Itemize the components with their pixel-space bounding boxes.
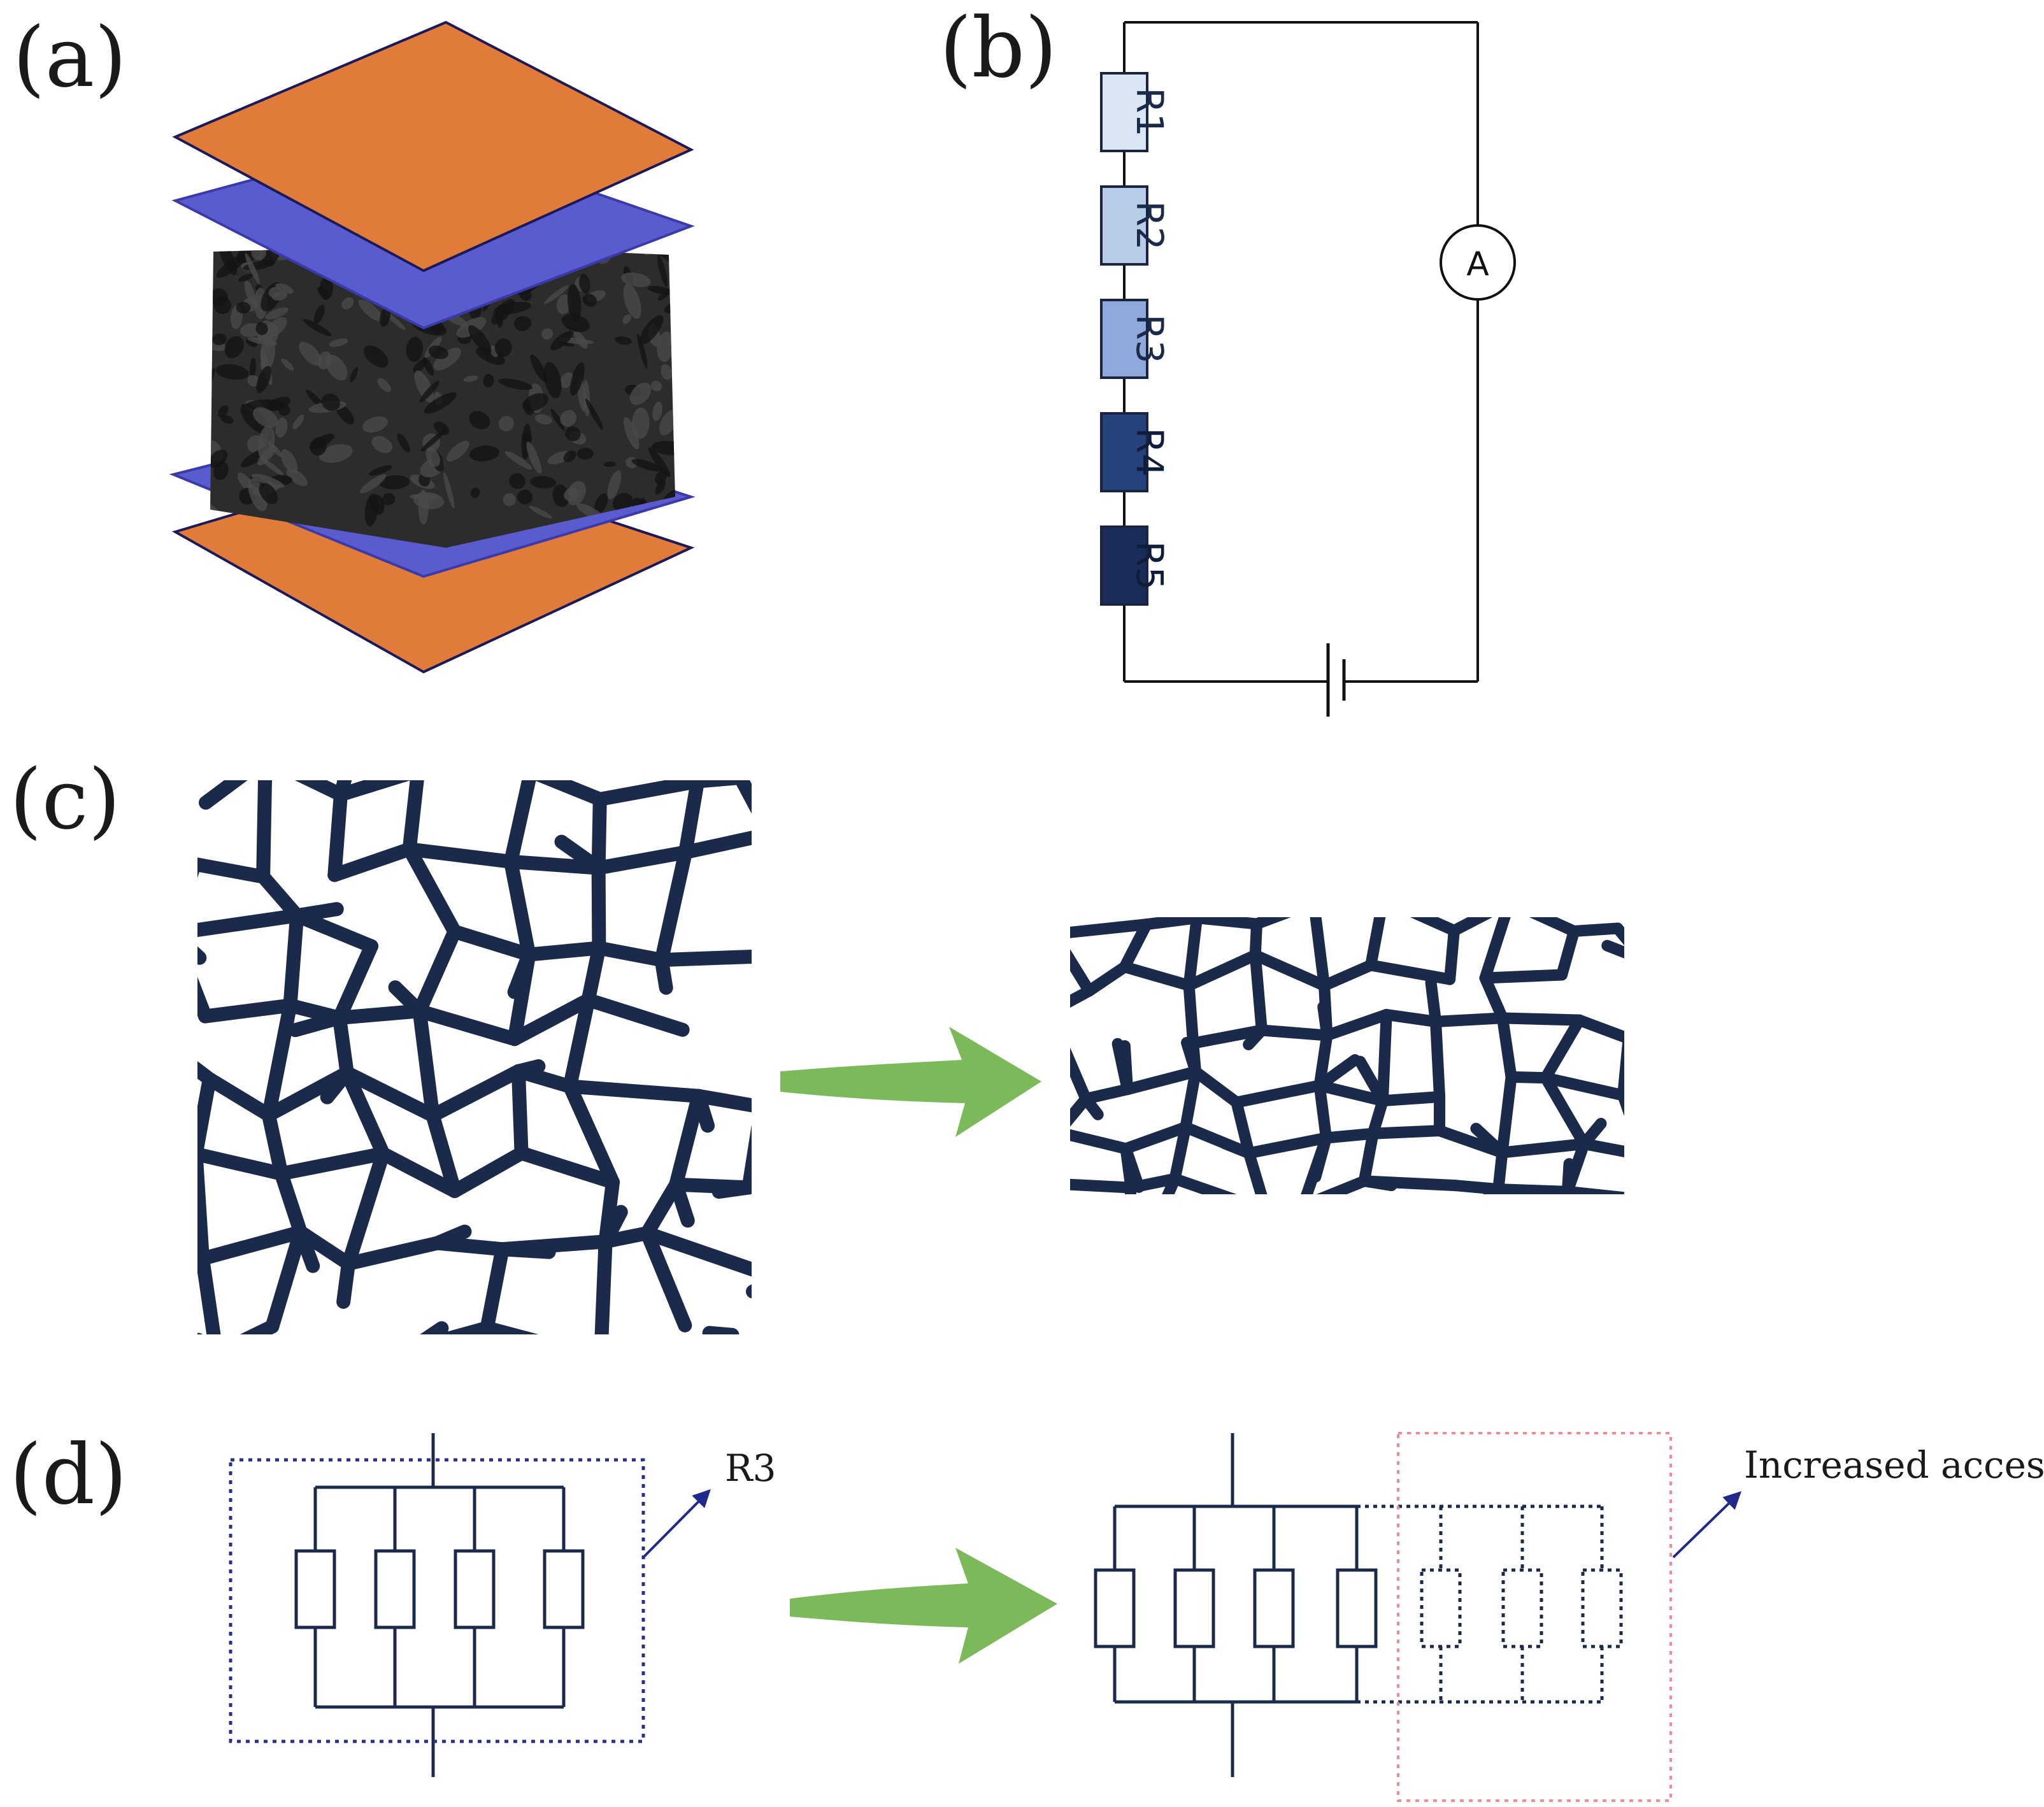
layer-stack xyxy=(169,20,696,674)
parallel-circuit-right xyxy=(1094,1433,1378,1777)
resistor-r3: R3 xyxy=(1100,299,1171,379)
ammeter: A xyxy=(1440,224,1516,301)
resistor-r1: R1 xyxy=(1100,72,1171,152)
resistor-r4: R4 xyxy=(1100,412,1171,492)
resistor-label: R4 xyxy=(1128,427,1171,476)
series-circuit xyxy=(1123,21,1479,683)
added-resistor-branch xyxy=(1420,1506,1462,1702)
r3-dotted-box xyxy=(229,1458,645,1743)
resistor-label: R2 xyxy=(1128,201,1171,250)
increased-access-box xyxy=(1397,1432,1672,1802)
top-electrode xyxy=(172,20,694,273)
resistor-r5: R5 xyxy=(1100,525,1171,606)
resistor-branch xyxy=(1094,1506,1136,1702)
panel-label-a: (a) xyxy=(13,9,127,106)
resistor-branch xyxy=(374,1487,416,1707)
resistor-branch xyxy=(543,1487,585,1707)
parallel-circuit-left xyxy=(294,1433,585,1777)
panel-label-b: (b) xyxy=(940,0,1057,96)
added-branches xyxy=(1357,1504,1623,1704)
compression-arrow xyxy=(780,1027,1041,1137)
increased-access-pointer-arrow xyxy=(1672,1491,1742,1559)
ammeter-label: A xyxy=(1466,245,1489,283)
added-resistor-branch xyxy=(1581,1506,1623,1702)
network-before xyxy=(197,780,752,1334)
battery-icon xyxy=(1326,643,1346,717)
resistor-label: R5 xyxy=(1128,541,1171,590)
transition-arrow xyxy=(790,1548,1057,1664)
resistor-label: R1 xyxy=(1128,87,1171,136)
panel-label-c: (c) xyxy=(10,751,120,848)
resistor-r2: R2 xyxy=(1100,185,1171,266)
panel-label-d: (d) xyxy=(10,1426,127,1523)
r3-annotation: R3 xyxy=(725,1446,776,1490)
resistor-branch xyxy=(1173,1506,1215,1702)
r3-pointer-arrow xyxy=(642,1489,711,1559)
added-resistor-branch xyxy=(1501,1506,1543,1702)
resistor-branch xyxy=(454,1487,496,1707)
resistor-label: R3 xyxy=(1128,314,1171,363)
network-after xyxy=(1070,917,1624,1194)
resistor-branch xyxy=(1253,1506,1295,1702)
increased-access-annotation: Increased access xyxy=(1744,1443,2044,1487)
resistor-branch xyxy=(1336,1506,1378,1702)
resistor-branch xyxy=(294,1487,336,1707)
